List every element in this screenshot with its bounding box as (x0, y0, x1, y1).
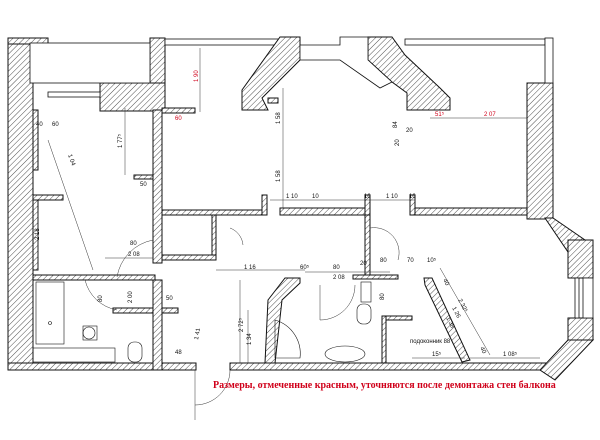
dimension-label: 2 18 (35, 228, 41, 240)
dimension-label: 2 08 (333, 275, 345, 281)
dimension-label: 1 58 (276, 170, 282, 182)
dimension-labels: 1 77⁵ 1 04 50 1 58 1 58 1 10 10 10 1 10 … (35, 112, 518, 358)
dimension-label: 80 (130, 241, 137, 247)
dimension-label: 2 08 (128, 252, 140, 258)
dimension-label: 20 (395, 139, 401, 146)
windows (29, 37, 594, 319)
dimension-label: 80 (380, 258, 387, 264)
dimension-label: 10 (409, 194, 416, 200)
dimension-label: 1 04 (66, 154, 76, 168)
dimension-label: 1 10 (286, 194, 298, 200)
dimension-lines (37, 48, 540, 363)
corner-shower-icon (274, 319, 301, 359)
toilet-icon (127, 341, 143, 363)
dimension-label: 20 (360, 261, 367, 267)
dimension-label: 80 (380, 293, 386, 300)
red-dimension: 60 (175, 116, 182, 122)
dimension-label: 1 38 (444, 316, 455, 330)
red-dimension: 51⁵ (435, 111, 445, 118)
dimension-label: 15⁵ (432, 351, 442, 358)
dimension-label: 60⁵ (300, 264, 310, 271)
door-swings (47, 139, 400, 420)
dimension-label: 40 (441, 278, 450, 287)
dimension-label: 48 (175, 350, 182, 356)
dimension-label: 10 (364, 194, 371, 200)
sill-label: подоконник 88 (410, 339, 451, 345)
caption-note: Размеры, отмеченные красным, уточняются … (213, 380, 556, 391)
dimension-label: 2 72⁵ (238, 317, 245, 332)
dimension-label: 1 34 (247, 333, 253, 345)
dimension-label: 60 (52, 122, 59, 128)
dimension-label: 10⁵ (427, 257, 437, 264)
dimension-label: 80 (98, 295, 104, 302)
dimension-label: 1 16 (244, 265, 256, 271)
dimension-label: 80 (333, 265, 340, 271)
fixtures (32, 281, 372, 363)
dimension-label: 84 (393, 121, 399, 128)
dimension-label: 20 (406, 128, 413, 134)
dimension-label: 1 58 (276, 112, 282, 124)
dimension-label: 1 41 (194, 327, 202, 340)
dimension-label: 50 (140, 182, 147, 188)
dimension-label: 70 (407, 258, 414, 264)
outer-walls (7, 37, 595, 381)
dimension-label: 40 (478, 346, 487, 355)
toilet-icon-2 (356, 303, 372, 325)
interior-walls (32, 107, 528, 371)
bay-piers (241, 36, 451, 111)
dimension-label: 10 (312, 194, 319, 200)
dimension-label: 1 26 (450, 306, 461, 320)
washing-area (32, 347, 116, 363)
dimension-label: 40 (36, 122, 43, 128)
dimension-label: 1 08⁵ (503, 351, 518, 358)
red-dimension: 2 07 (484, 112, 496, 118)
dimension-label: 2 00 (128, 291, 134, 303)
bathtub (35, 281, 65, 345)
red-dimension: 1 90 (194, 70, 200, 82)
washbasin-icon (324, 345, 366, 363)
dimension-label: 1 77⁵ (117, 133, 124, 148)
dimension-label: 50 (166, 296, 173, 302)
dimension-label: 1 10 (386, 194, 398, 200)
